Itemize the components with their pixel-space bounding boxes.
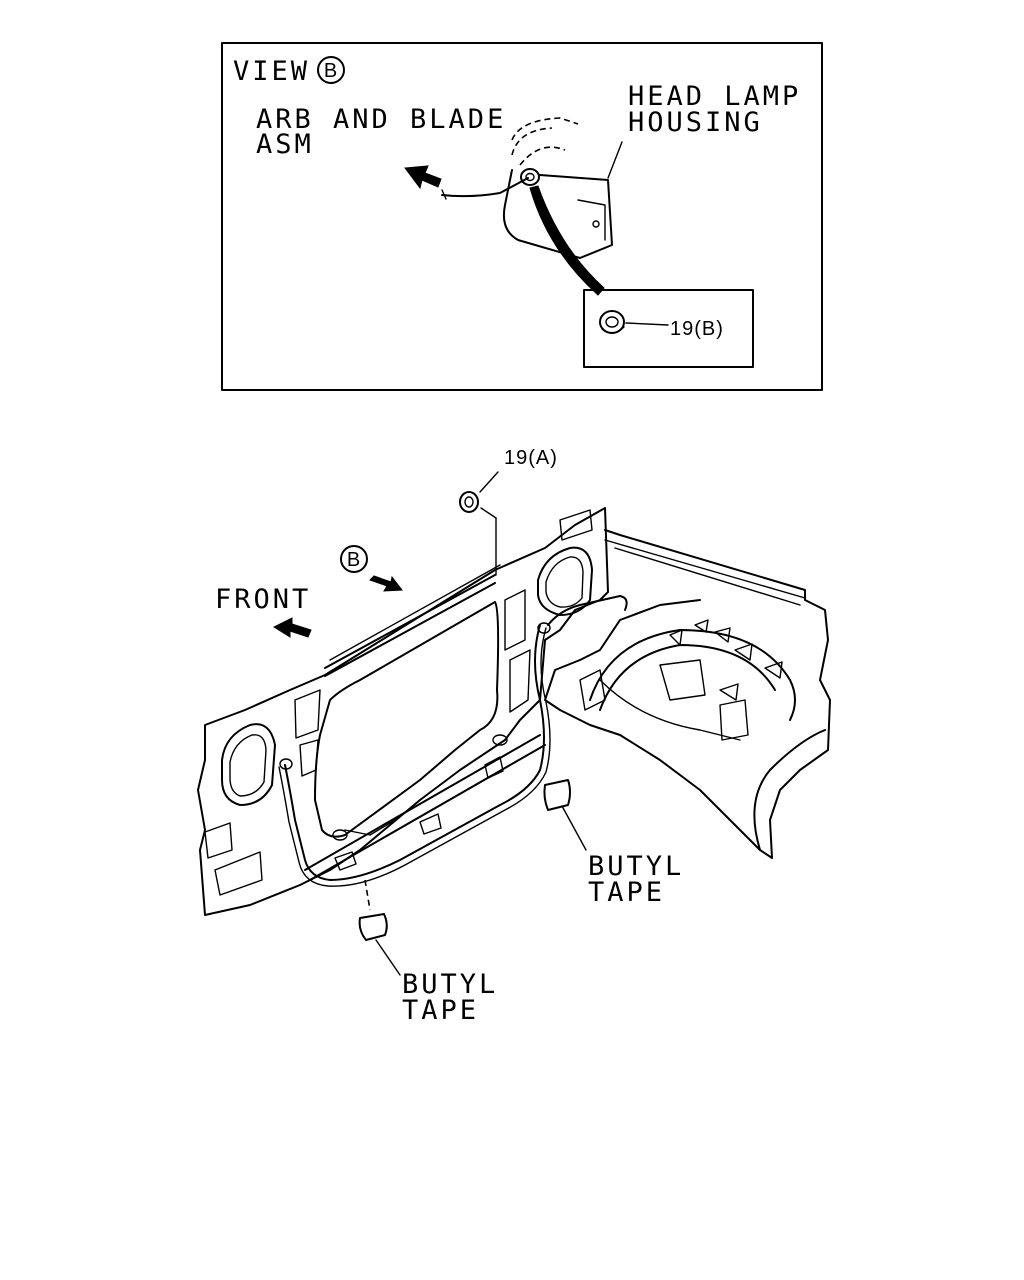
butyl-tape-left: BUTYL TAPE: [358, 879, 498, 1026]
view-b-marker: B: [347, 549, 361, 571]
butyl-tape-left-label-line1: BUTYL: [402, 969, 498, 1000]
butyl-tape-right-label-line2: TAPE: [588, 877, 665, 908]
butyl-tape-right: BUTYL TAPE: [543, 779, 684, 908]
butyl-tape-left-label-line2: TAPE: [402, 995, 479, 1026]
inset-19b-box: 19(B): [583, 289, 754, 368]
view-frame: [221, 42, 823, 391]
headlamp-housing-label-line1: HEAD LAMP: [628, 81, 801, 112]
butyl-tape-right-label-line1: BUTYL: [588, 851, 684, 882]
view-title-marker: B: [324, 60, 338, 82]
callout-19a-leader: [480, 507, 497, 519]
headlamp-housing-drawing: [441, 117, 623, 296]
main-isometric-view: 19(A) B FRONT: [197, 447, 831, 1026]
direction-arrow-icon: [272, 617, 312, 638]
callout-19a: 19(A): [504, 447, 558, 469]
view-title: VIEW: [233, 56, 310, 87]
front-label: FRONT: [215, 584, 311, 615]
front-end-panel-drawing: [197, 507, 609, 916]
wiring-harness-drawing: [278, 595, 628, 887]
arb-blade-label-line2: ASM: [256, 129, 314, 160]
direction-arrow-icon: [404, 165, 442, 190]
housing-leader-line: [607, 141, 623, 179]
callout-19b-leader: [625, 322, 669, 326]
callout-19b: 19(B): [670, 318, 724, 340]
direction-arrow-icon: [369, 575, 403, 592]
circled-letter-icon: B: [340, 545, 368, 573]
grommet-icon: [520, 168, 540, 186]
circled-letter-icon: B: [317, 56, 345, 84]
arb-blade-label-line1: ARB AND BLADE: [256, 104, 506, 135]
grommet-icon: [599, 310, 625, 334]
inner-fender-drawing: [544, 529, 831, 859]
view-b-detail-panel: VIEW B ARB AND BLADE ASM HEAD LAMP HOUSI…: [221, 42, 823, 391]
grommet-icon: [459, 491, 479, 513]
headlamp-housing-label-line2: HOUSING: [628, 107, 763, 138]
